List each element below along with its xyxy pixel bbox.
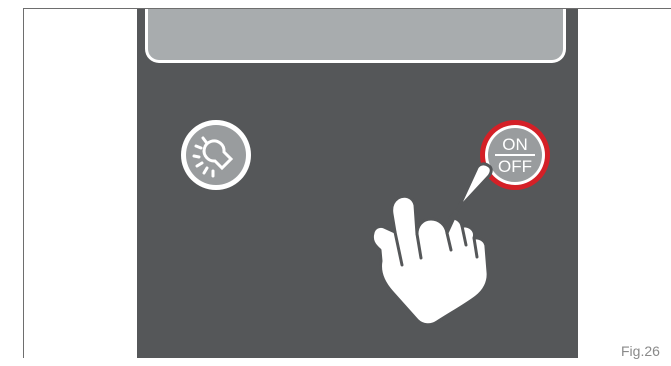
power-button-on-label: ON (502, 135, 528, 154)
power-button-off-label: OFF (498, 157, 532, 176)
power-button[interactable]: ON OFF (480, 120, 550, 190)
pointing-hand-icon (372, 164, 491, 325)
light-button[interactable] (181, 120, 251, 190)
figure-label: Fig.26 (621, 343, 660, 359)
